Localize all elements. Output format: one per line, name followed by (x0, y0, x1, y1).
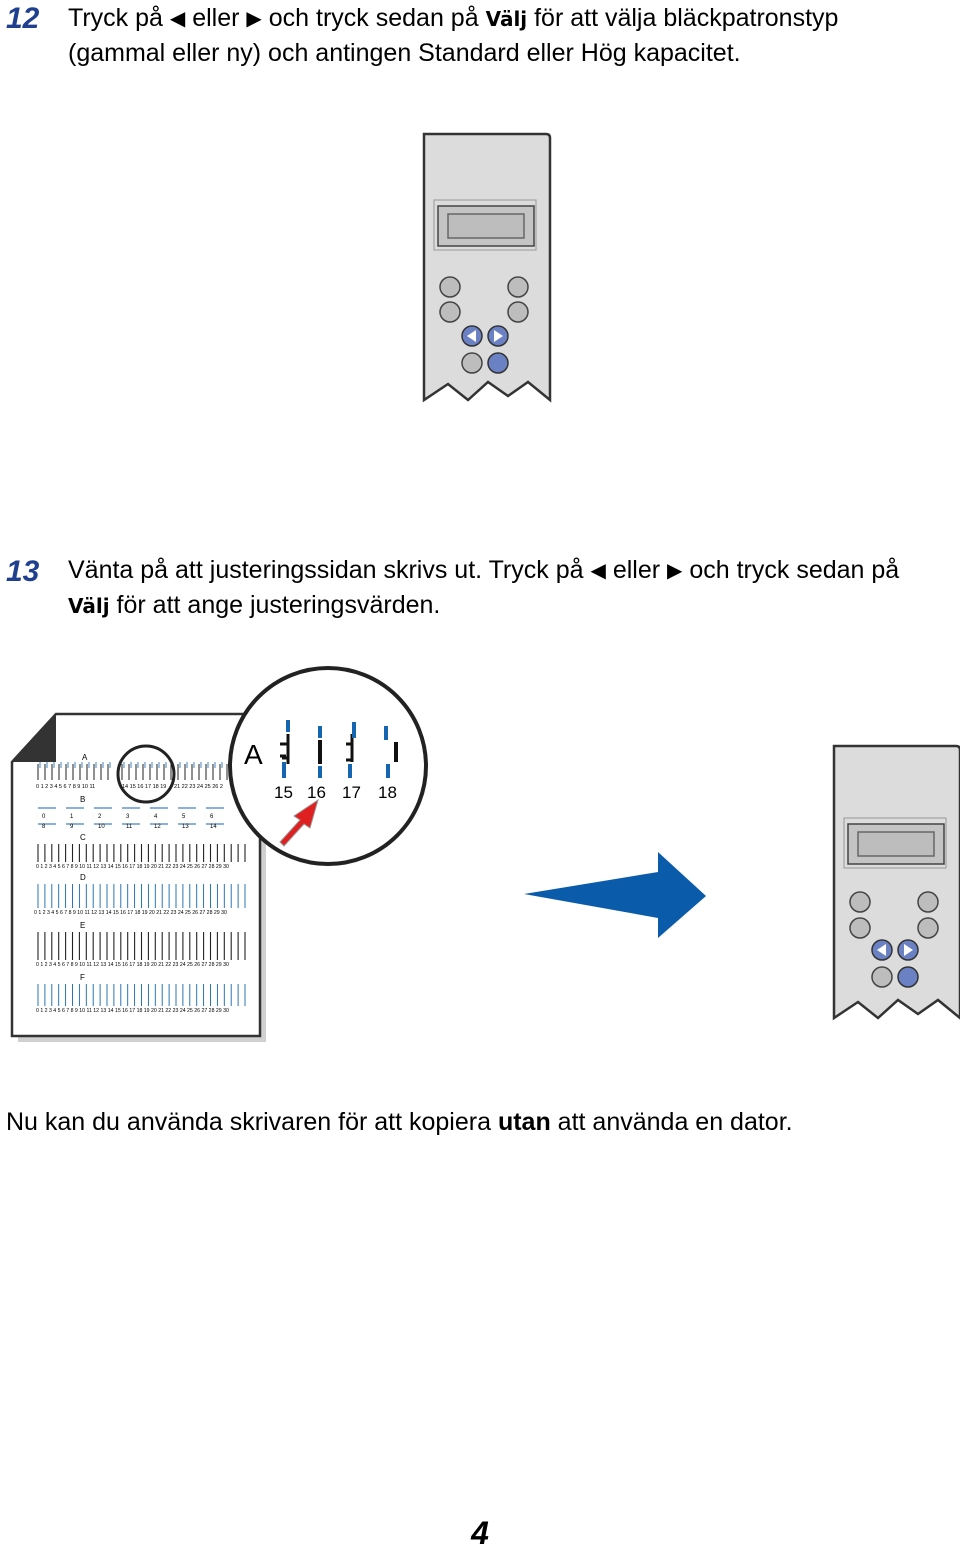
left-arrow-icon: ◀ (169, 8, 186, 30)
row-b-number: 11 (126, 824, 133, 830)
section-label-a: A (82, 753, 88, 762)
alignment-pattern-rows (37, 762, 251, 1006)
step-13-text: Vänta på att justeringssidan skrivs ut. … (68, 554, 899, 623)
row-b-number: 1 (70, 814, 74, 820)
row-f-numbers: 0 1 2 3 4 5 6 7 8 9 10 11 12 13 14 15 16… (36, 1008, 229, 1014)
step-13-key-valj: Välj (68, 594, 110, 618)
step-number-13: 13 (6, 555, 40, 588)
row-b-number: 8 (42, 824, 46, 830)
step-13-text-a: Vänta på att justeringssidan skrivs ut. … (68, 556, 584, 584)
printer-control-panel-illustration-2 (832, 744, 960, 1021)
section-label-f: F (80, 973, 85, 982)
panel-button (917, 891, 939, 913)
row-b-number: 13 (182, 824, 189, 830)
magnifier-label-a: A (244, 739, 263, 770)
right-arrow-icon: ▶ (667, 560, 683, 582)
step-12-text-c: och tryck sedan på (268, 4, 479, 32)
row-a-numbers-3: 21 22 23 24 25 26 2 (174, 784, 223, 790)
row-b-number: 9 (70, 824, 74, 830)
left-arrow-icon: ◀ (590, 560, 606, 582)
row-b-number: 10 (98, 824, 105, 830)
panel-button (507, 301, 529, 323)
step-13-text-b: eller (612, 556, 661, 584)
panel-button (849, 917, 871, 939)
closing-text-bold: utan (497, 1108, 551, 1136)
alignment-page-illustration: A 0 1 2 3 4 5 6 7 8 9 10 11 14 15 16 17 … (10, 712, 266, 1042)
row-b-number: 6 (210, 814, 214, 820)
select-button (897, 966, 919, 988)
step-12-line-1: Tryck på ◀ eller ▶ och tryck sedan på Vä… (68, 2, 838, 37)
section-label-e: E (80, 921, 85, 930)
row-b-number: 14 (210, 824, 217, 830)
select-button (487, 352, 509, 374)
panel-button (439, 301, 461, 323)
row-b-number: 4 (154, 814, 158, 820)
step-12-text-b: eller (192, 4, 240, 32)
panel-button (507, 276, 529, 298)
row-b-number: 3 (126, 814, 130, 820)
closing-sentence: Nu kan du använda skrivaren för att kopi… (6, 1108, 793, 1137)
step-12-text: Tryck på ◀ eller ▶ och tryck sedan på Vä… (68, 2, 838, 70)
row-d-numbers: 0 1 2 3 4 5 6 7 8 9 10 11 12 13 14 15 16… (34, 910, 227, 916)
step-13-line-1: Vänta på att justeringssidan skrivs ut. … (68, 554, 899, 589)
row-b-number: 0 (42, 814, 46, 820)
step-12-line-2: (gammal eller ny) och antingen Standard … (68, 39, 741, 67)
row-b-number: 12 (154, 824, 161, 830)
section-label-c: C (80, 833, 86, 842)
step-13-text-c: och tryck sedan på (689, 556, 900, 584)
closing-text-b: att använda en dator. (550, 1108, 793, 1136)
section-label-b: B (80, 795, 85, 804)
step-13-text-b2: för att ange justeringsvärden. (116, 591, 441, 619)
magnifier-number-15: 15 (274, 783, 293, 802)
row-a-numbers-2: 14 15 16 17 18 19 (122, 784, 166, 790)
printer-control-panel-illustration-1 (422, 132, 552, 403)
magnifier-illustration: A 15 16 17 18 (228, 666, 428, 866)
step-13-line-2: Välj för att ange justeringsvärden. (68, 589, 899, 623)
row-e-numbers: 0 1 2 3 4 5 6 7 8 9 10 11 12 13 14 15 16… (36, 962, 229, 968)
magnifier-number-18: 18 (378, 783, 397, 802)
step-12-text-a: Tryck på (68, 4, 163, 32)
closing-text-a: Nu kan du använda skrivaren för att kopi… (6, 1108, 498, 1136)
panel-button (871, 966, 893, 988)
panel-button (917, 917, 939, 939)
right-arrow-icon: ▶ (246, 8, 262, 30)
magnifier-number-17: 17 (342, 783, 361, 802)
step-12-key-valj: Välj (485, 7, 528, 31)
page-highlight-circle (116, 744, 176, 804)
row-b-number: 2 (98, 814, 102, 820)
section-label-d: D (80, 873, 86, 882)
magnifier-number-16: 16 (307, 783, 326, 802)
panel-button (461, 352, 483, 374)
step-12-text-d: för att välja bläckpatronstyp (534, 4, 839, 32)
row-a-numbers: 0 1 2 3 4 5 6 7 8 9 10 11 (36, 784, 95, 790)
row-c-numbers: 0 1 2 3 4 5 6 7 8 9 10 11 12 13 14 15 16… (36, 864, 229, 870)
panel-button (849, 891, 871, 913)
panel-button (439, 276, 461, 298)
red-pointer-arrow (279, 798, 319, 847)
step-number-12: 12 (6, 2, 40, 35)
page-number: 4 (471, 1515, 489, 1551)
blue-direction-arrow-icon (524, 852, 706, 938)
row-b-number: 5 (182, 814, 186, 820)
